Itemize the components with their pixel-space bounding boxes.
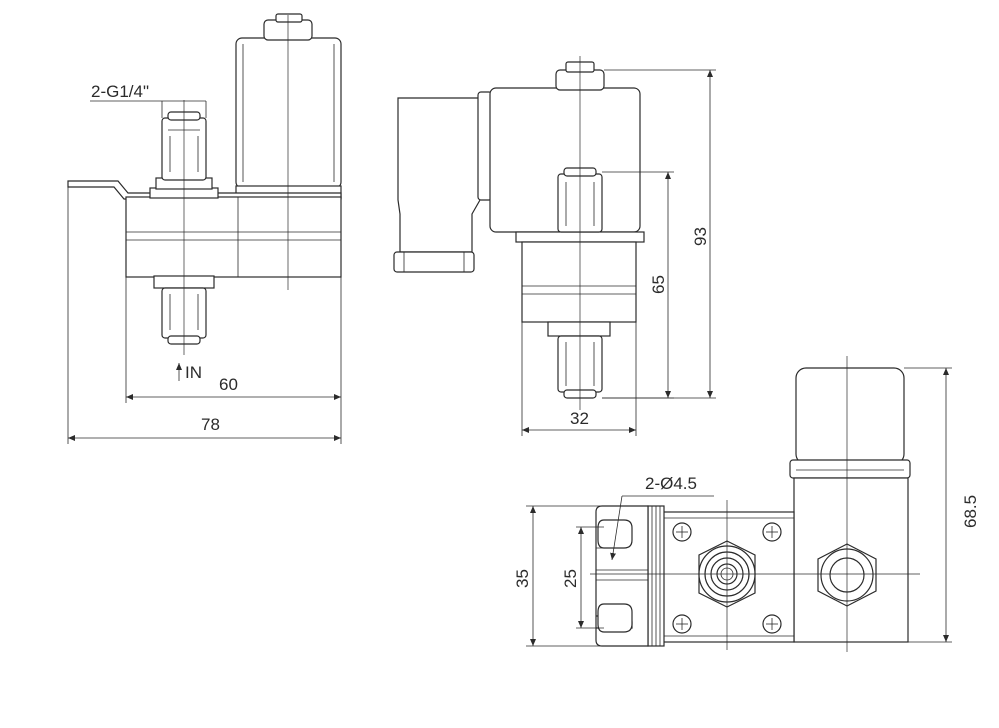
screw-icon [762, 614, 782, 634]
screw-icon [672, 522, 692, 542]
dim-65-label: 65 [649, 275, 668, 294]
dim-35-label: 35 [513, 569, 532, 588]
screw-icon [672, 614, 692, 634]
dim-93-label: 93 [691, 227, 710, 246]
side-valve-body [521, 241, 637, 323]
inlet-label: IN [185, 363, 202, 382]
dim-60-label: 60 [219, 375, 238, 394]
front-coil [235, 37, 342, 189]
bottom-view: 2-Ø4.5 35 25 68.5 [513, 356, 980, 652]
dim-32-label: 32 [570, 409, 589, 428]
side-view: 32 65 93 [393, 56, 716, 436]
front-valve-body [125, 196, 342, 278]
side-connector [397, 97, 481, 253]
front-view: 2-G1/4" IN 60 78 [67, 13, 342, 444]
hole-spec-label: 2-Ø4.5 [645, 474, 697, 493]
thread-spec-label: 2-G1/4" [91, 82, 149, 101]
bottom-coil [795, 367, 905, 465]
screw-icon [762, 522, 782, 542]
dim-78-label: 78 [201, 415, 220, 434]
dim-25-label: 25 [561, 569, 580, 588]
dim-68-5-label: 68.5 [961, 495, 980, 528]
